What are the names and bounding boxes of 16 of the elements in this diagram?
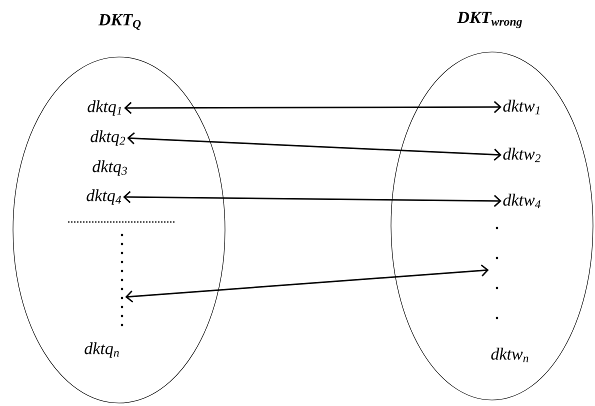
arrow xyxy=(125,264,489,303)
arrow xyxy=(127,132,502,161)
node-label: DKT$_{Q}$ xyxy=(98,14,141,30)
element-label: dktw$_{2}$ xyxy=(503,148,541,162)
arrow xyxy=(124,100,502,114)
element-label: dktq$_{2}$ xyxy=(90,130,126,146)
element-label: dktq$_{n}$ xyxy=(84,342,119,358)
element-label: dktw$_{4}$ xyxy=(503,194,540,208)
vertical-dots xyxy=(120,234,124,326)
node-label: DKT$_{wrong}$ xyxy=(457,12,522,28)
element-label: dktq$_{3}$ xyxy=(92,160,127,176)
element-label: dktw$_{n}$ xyxy=(491,348,528,362)
element-label: dktq$_{4}$ xyxy=(86,189,122,205)
arrow xyxy=(123,191,502,207)
element-label: dktw$_{1}$ xyxy=(503,100,540,114)
element-label: dktq$_{1}$ xyxy=(88,100,122,116)
